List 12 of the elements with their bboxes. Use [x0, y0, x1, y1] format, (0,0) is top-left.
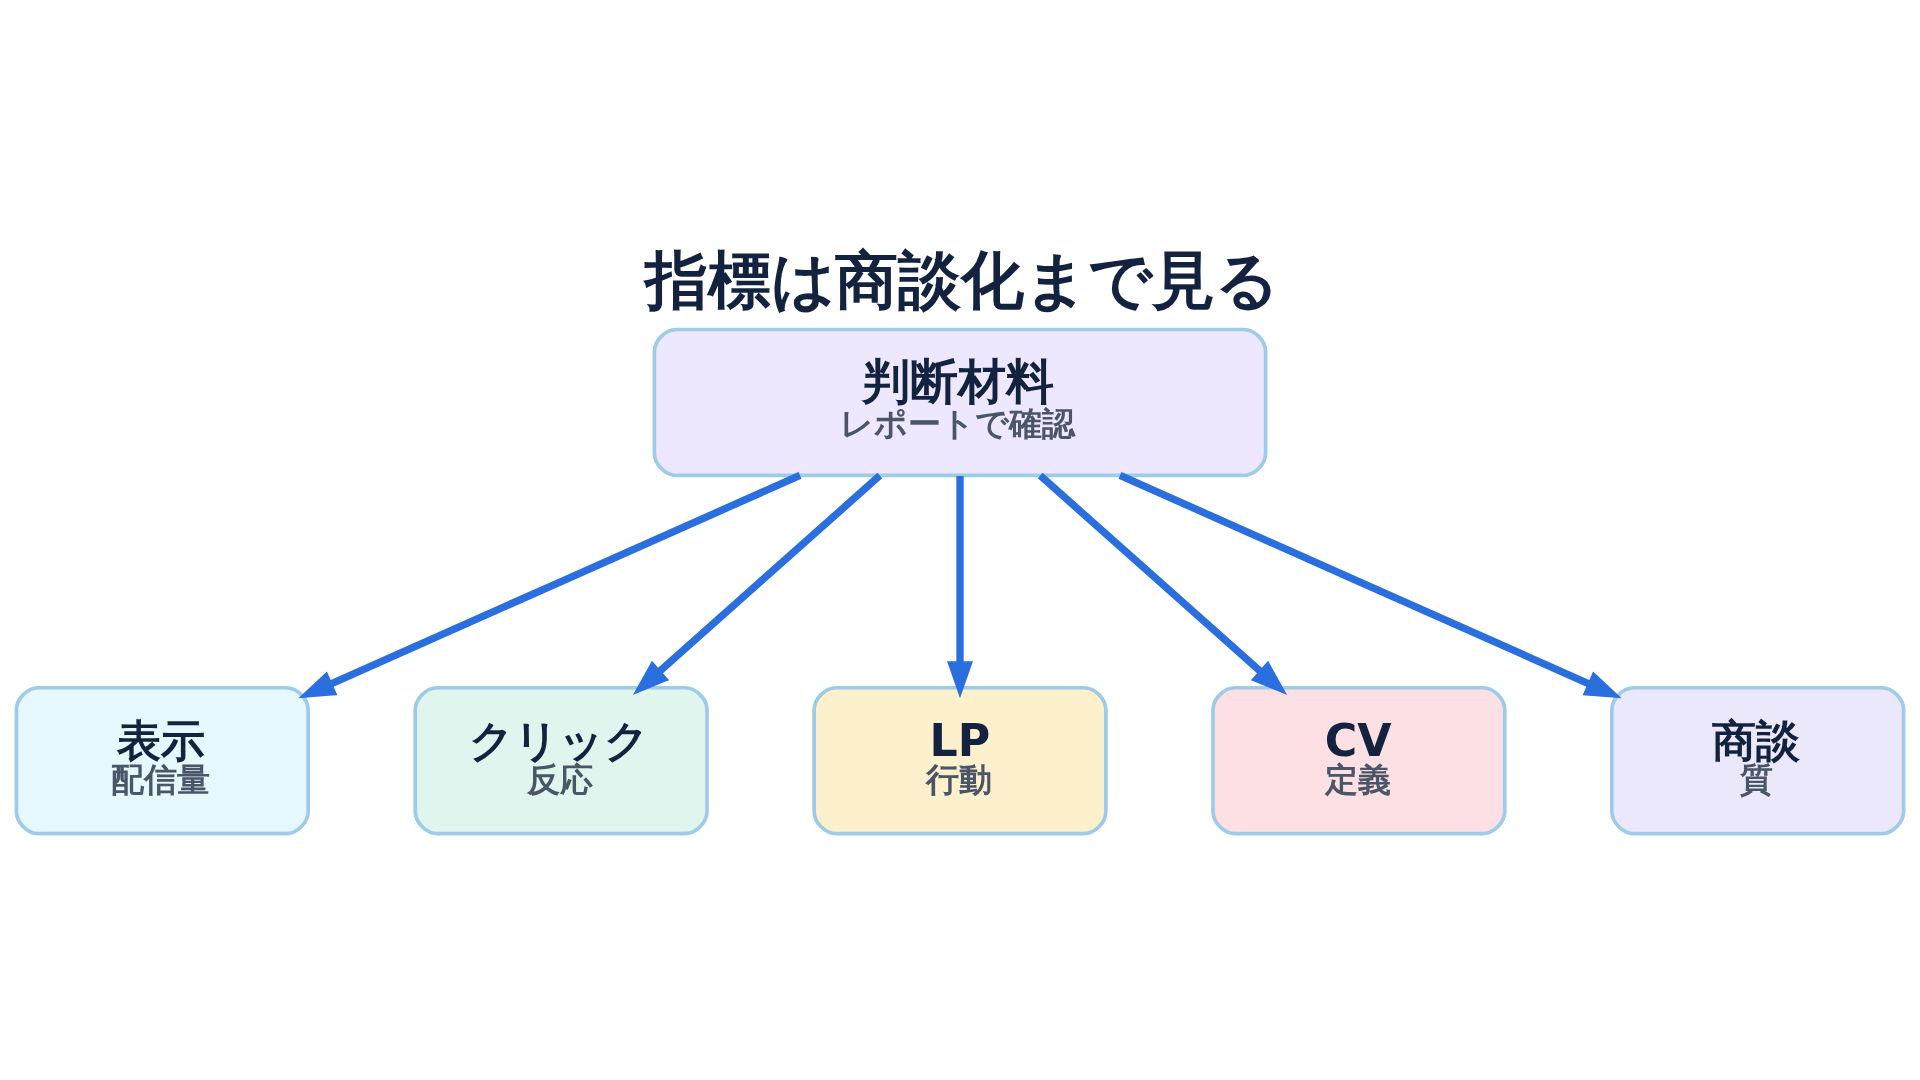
arrow — [1037, 472, 1288, 696]
arrow — [1118, 472, 1622, 699]
diagram-title: 指標は商談化まで見る — [645, 244, 1280, 318]
node-box: 商談 質 — [1610, 685, 1906, 836]
node-box: クリック 反応 — [413, 685, 709, 836]
arrow — [947, 476, 973, 699]
node-box: 判断材料 レポートで確認 — [652, 327, 1268, 478]
node-box: 表示 配信量 — [14, 685, 310, 836]
arrow — [632, 472, 883, 696]
node-box: CV 定義 — [1211, 685, 1507, 836]
node-box: LP 行動 — [812, 685, 1108, 836]
arrow — [298, 472, 802, 699]
